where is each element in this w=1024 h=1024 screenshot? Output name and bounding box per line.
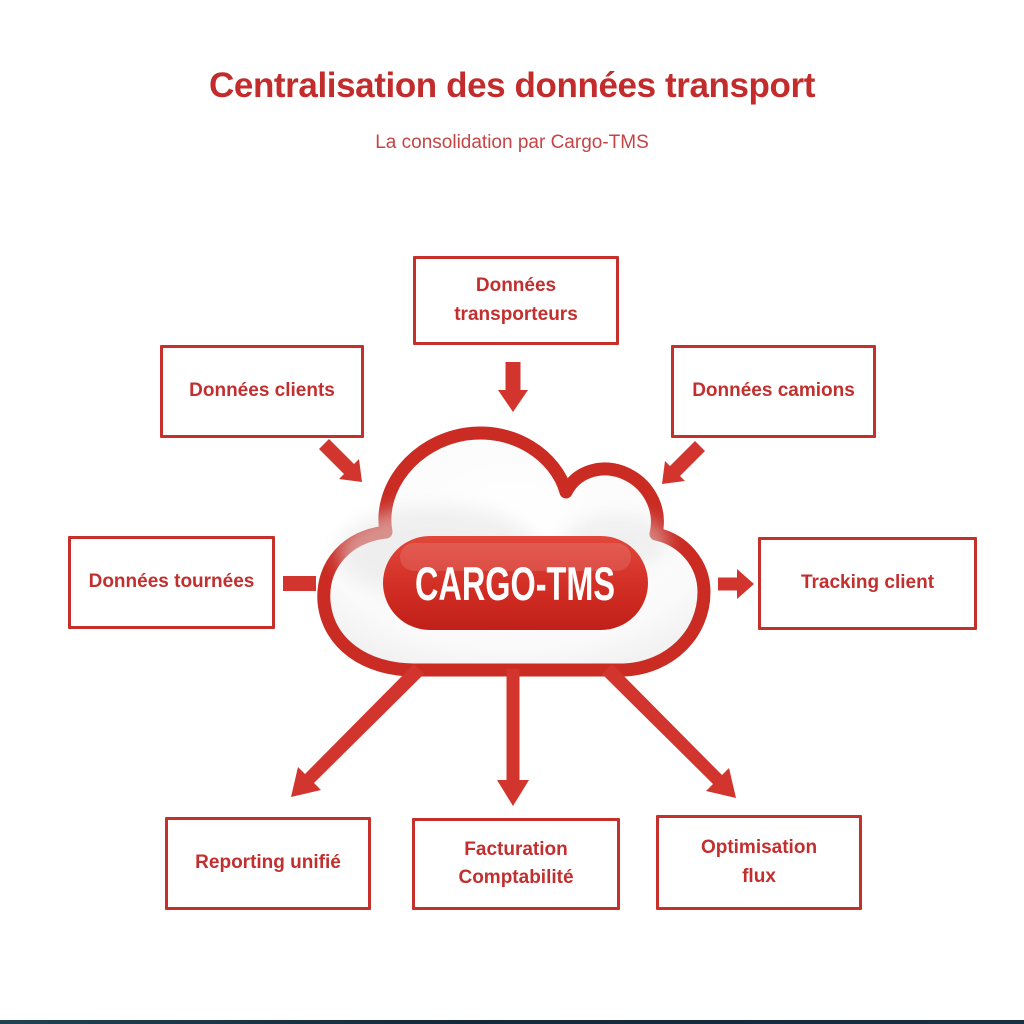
page-title: Centralisation des données transport: [209, 66, 815, 105]
arrow-cloud-to-tracking: [718, 569, 754, 599]
arrow-cloud-to-facturation: [497, 669, 529, 806]
node-label: Optimisation flux: [700, 837, 818, 887]
arrow-cloud-to-reporting: [291, 664, 424, 797]
node-donnees-tournees: Données tournées: [68, 536, 275, 629]
node-label: Données camions: [692, 380, 855, 402]
node-facturation-comptabilite: Facturation Comptabilité: [412, 818, 620, 910]
node-reporting-unifie: Reporting unifié: [165, 817, 371, 910]
node-label: Tracking client: [800, 572, 935, 594]
page-subtitle: La consolidation par Cargo-TMS: [375, 132, 649, 153]
pill-highlight: [400, 543, 631, 571]
node-label: Données clients: [189, 380, 335, 402]
cargo-tms-label: CARGO-TMS: [415, 557, 615, 610]
node-label: Données transporteurs: [454, 275, 578, 325]
node-optimisation-flux: Optimisation flux: [656, 815, 862, 910]
node-donnees-clients: Données clients: [160, 345, 364, 438]
node-label: Reporting unifié: [195, 852, 341, 874]
node-donnees-camions: Données camions: [671, 345, 876, 438]
node-tracking-client: Tracking client: [758, 537, 977, 630]
cargo-tms-cloud: CARGO-TMS: [317, 424, 711, 678]
node-donnees-transporteurs: Données transporteurs: [413, 256, 619, 345]
arrow-cloud-to-optimisation: [602, 664, 736, 798]
node-label: Données tournées: [88, 571, 255, 593]
arrow-transporteurs-to-cloud: [498, 362, 528, 412]
connector-tournees-dash: [283, 576, 316, 591]
cargo-tms-pill: [383, 536, 648, 630]
footer-accent-bar: [0, 1020, 1024, 1024]
node-label: Facturation Comptabilité: [458, 838, 574, 889]
